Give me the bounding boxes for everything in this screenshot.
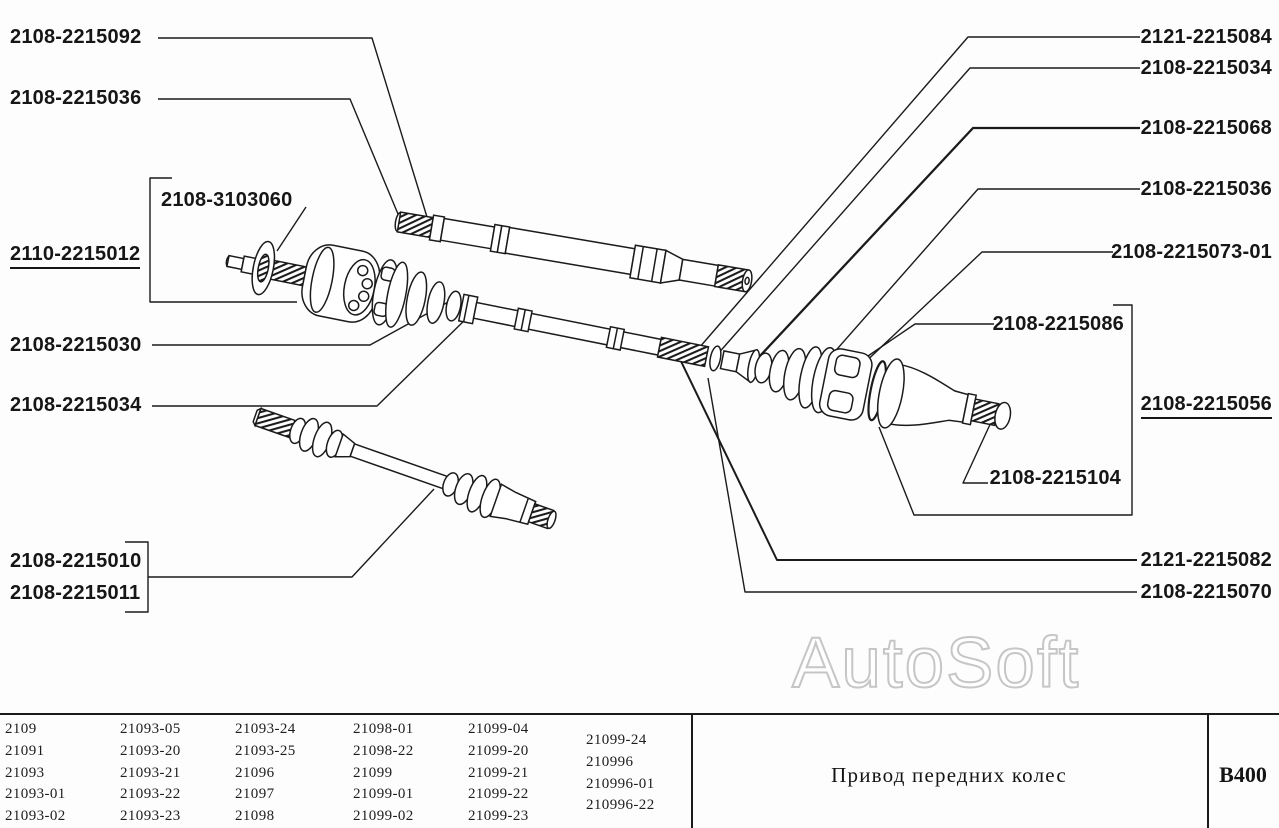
model-number[interactable]: 21093-05: [120, 721, 181, 737]
model-number[interactable]: 21099-24: [586, 732, 647, 748]
model-number[interactable]: 210996: [586, 753, 634, 770]
applicability-column: 21098-01 21098-22 21099 21099-01 21099-0…: [353, 719, 414, 828]
model-number[interactable]: 21099-04: [468, 721, 529, 737]
callout-part-number[interactable]: 2108-2215034: [10, 394, 142, 416]
model-number[interactable]: 21099-22: [468, 786, 529, 803]
model-number[interactable]: 21093-25: [235, 742, 296, 759]
model-number[interactable]: 21093-20: [120, 742, 181, 759]
callout-part-number[interactable]: 2108-2215036: [1140, 178, 1272, 200]
autosoft-watermark: AutoSoft: [792, 624, 1080, 703]
applicability-column: 21099-24 210996 210996-01 210996-22: [586, 730, 655, 817]
callout-part-number[interactable]: 2108-2215073-01: [1111, 241, 1272, 263]
model-number[interactable]: 21093-21: [120, 764, 181, 781]
callout-part-number[interactable]: 2121-2215082: [1140, 549, 1272, 571]
model-number[interactable]: 21098-01: [353, 721, 414, 737]
model-number[interactable]: 21099-21: [468, 764, 529, 781]
applicability-column: 21093-05 21093-20 21093-21 21093-22 2109…: [120, 719, 181, 828]
drive-shaft-right: [394, 211, 753, 293]
model-number[interactable]: 21093-23: [120, 808, 181, 825]
callout-part-number[interactable]: 2108-2215030: [10, 334, 142, 356]
model-number[interactable]: 21096: [235, 764, 275, 781]
sheet-code: В400: [1219, 762, 1267, 787]
diagram-title: Привод передних колес: [831, 763, 1067, 787]
callout-part-number[interactable]: 2108-2215070: [1140, 581, 1272, 603]
callout-part-number[interactable]: 2108-3103060: [161, 189, 293, 211]
model-number[interactable]: 21091: [5, 742, 45, 759]
leader-lines: [125, 36, 1140, 613]
model-number[interactable]: 21099: [353, 764, 393, 781]
model-number[interactable]: 21099-23: [468, 808, 529, 825]
model-number[interactable]: 2109: [5, 721, 37, 737]
end-cap: [994, 401, 1012, 430]
model-number[interactable]: 21099-02: [353, 808, 414, 825]
callout-part-number[interactable]: 2108-2215086: [992, 313, 1124, 335]
drive-shaft-exploded: [225, 240, 1012, 430]
drive-shaft-assembled: [252, 407, 557, 530]
callout-part-number[interactable]: 2108-2215104: [989, 467, 1121, 489]
callout-part-number[interactable]: 2108-2215011: [10, 582, 141, 604]
model-number[interactable]: 210996-22: [586, 797, 655, 814]
table-top-border: [0, 713, 1279, 716]
inner-boot: [384, 261, 409, 328]
callout-part-number[interactable]: 2108-2215036: [10, 87, 142, 109]
model-number[interactable]: 21093-02: [5, 808, 66, 825]
model-number[interactable]: 210996-01: [586, 775, 655, 792]
table-divider: [691, 713, 693, 828]
callout-part-number-underlined[interactable]: 2108-2215056: [1140, 393, 1272, 419]
model-number[interactable]: 21093-22: [120, 786, 181, 803]
model-number[interactable]: 21097: [235, 786, 275, 803]
model-number[interactable]: 21099-01: [353, 786, 414, 803]
table-divider: [1207, 713, 1209, 828]
callout-part-number[interactable]: 2108-2215034: [1140, 57, 1272, 79]
model-number[interactable]: 21093-24: [235, 721, 296, 737]
callout-part-number[interactable]: 2121-2215084: [1140, 26, 1272, 48]
callout-part-number-underlined[interactable]: 2110-2215012: [10, 243, 141, 269]
model-number[interactable]: 21098: [235, 808, 275, 825]
callout-part-number[interactable]: 2108-2215068: [1140, 117, 1272, 139]
model-number[interactable]: 21093: [5, 764, 45, 781]
model-number[interactable]: 21098-22: [353, 742, 414, 759]
callout-part-number[interactable]: 2108-2215010: [10, 550, 142, 572]
model-number[interactable]: 21099-20: [468, 742, 529, 759]
applicability-column: 21093-24 21093-25 21096 21097 21098: [235, 719, 296, 828]
applicability-column: 2109 21091 21093 21093-01 21093-02: [5, 719, 66, 828]
model-number[interactable]: 21093-01: [5, 786, 66, 803]
applicability-column: 21099-04 21099-20 21099-21 21099-22 2109…: [468, 719, 529, 828]
callout-part-number[interactable]: 2108-2215092: [10, 26, 142, 48]
